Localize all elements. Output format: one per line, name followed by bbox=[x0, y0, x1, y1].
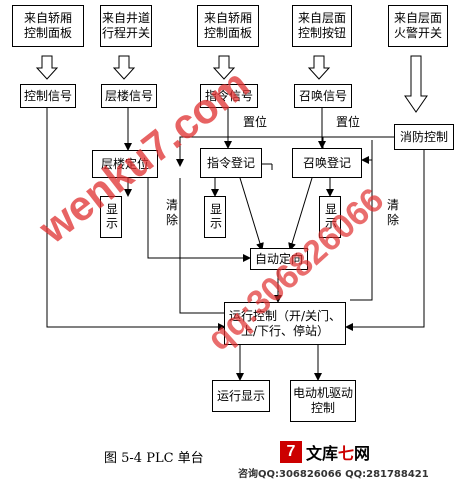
run-display-box: 运行显示 bbox=[212, 380, 270, 412]
logo-mark-icon: 7 bbox=[280, 441, 302, 463]
clear-label-left: 清 除 bbox=[166, 198, 179, 227]
command-register-box: 指令登记 bbox=[200, 148, 262, 178]
floor-position-box: 层楼定位 bbox=[92, 150, 158, 178]
floor-signal-box: 层楼信号 bbox=[101, 84, 157, 108]
run-control-box: 运行控制（开/关门、 上/下行、停站） bbox=[224, 302, 346, 345]
source-car-panel-2-box: 来自轿厢 控制面板 bbox=[197, 5, 259, 47]
logo-name-part-a: 文库 bbox=[306, 444, 339, 463]
logo-name-part-c: 网 bbox=[354, 444, 371, 463]
call-display-box: 显示 bbox=[319, 196, 341, 238]
command-display-box: 显示 bbox=[204, 196, 226, 238]
call-register-box: 召唤登记 bbox=[292, 148, 362, 178]
command-signal-box: 指令信号 bbox=[200, 84, 258, 108]
floor-display-box: 显示 bbox=[100, 196, 122, 238]
logo-name: 文库七网 bbox=[306, 440, 370, 464]
motor-drive-box: 电动机驱动 控制 bbox=[290, 380, 356, 422]
source-floor-fire-box: 来自层面 火警开关 bbox=[388, 5, 448, 47]
fire-control-box: 消防控制 bbox=[394, 124, 454, 150]
control-signal-box: 控制信号 bbox=[20, 84, 76, 108]
auto-direction-box: 自动定向 bbox=[250, 248, 308, 270]
figure-caption: 图 5-4 PLC 单台 bbox=[104, 451, 204, 466]
wenku-logo: 7 文库七网 bbox=[280, 440, 370, 464]
clear-label-right: 清 除 bbox=[387, 198, 400, 227]
set-label-left: 置位 bbox=[243, 115, 268, 129]
source-car-panel-box: 来自轿厢 控制面板 bbox=[12, 5, 84, 47]
source-floor-button-box: 来自层面 控制按钮 bbox=[292, 5, 352, 47]
source-shaft-switch-box: 来自井道 行程开关 bbox=[100, 5, 152, 47]
call-signal-box: 召唤信号 bbox=[294, 84, 352, 108]
set-label-right: 置位 bbox=[336, 115, 361, 129]
logo-name-part-b: 七 bbox=[338, 444, 355, 463]
contact-line: 咨询QQ:306826066 QQ:281788421 bbox=[238, 469, 429, 480]
